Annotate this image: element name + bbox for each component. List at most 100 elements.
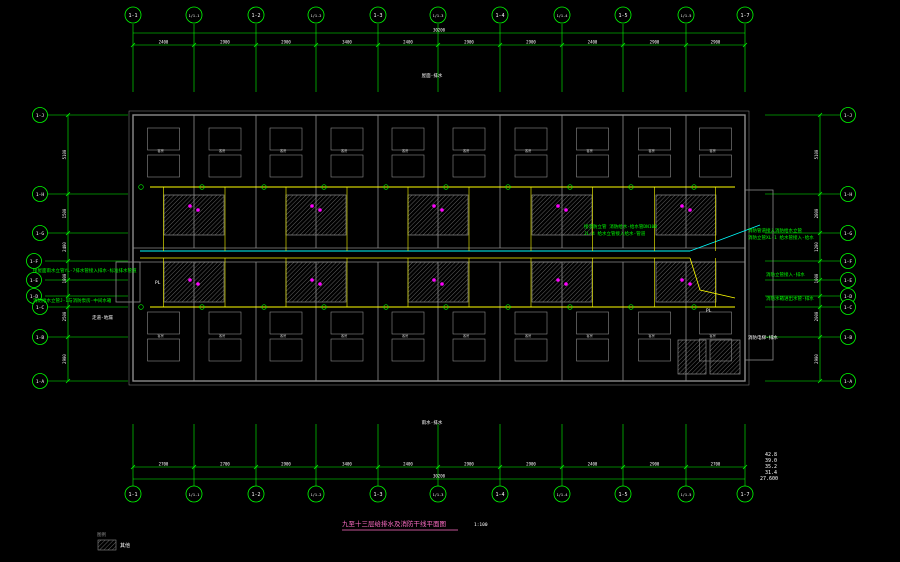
elevation-1: 42.8 (765, 452, 777, 458)
room-label-n-2: 客房 (280, 148, 286, 153)
row-bubble-left-3 (26, 253, 42, 269)
annotations: 屋面-排水 雨水-排水 接屋面雨水立管YL-7排水管接入排水-标准排水管道 消防… (33, 72, 814, 426)
row-label-right-4: 1-E (844, 278, 853, 284)
dim-left-label-4: 2500 (62, 311, 67, 321)
col-label-bottom-8: 1-5 (618, 492, 627, 498)
fixture-n-1-1 (318, 208, 322, 212)
row-bubble-left-4 (26, 272, 42, 288)
dim-left-label-0: 5100 (62, 149, 67, 159)
bed-s-3 (330, 311, 364, 335)
col-bubble-top-5 (429, 6, 447, 24)
dim-left-tick-4 (65, 277, 71, 283)
valve-n-0 (138, 184, 144, 190)
bed-n2-1 (208, 154, 242, 178)
right-note-2: 消防立管XL-1 给水管接入-给水 (748, 234, 814, 241)
bed-n2-8 (638, 154, 671, 178)
bed-n2-5 (452, 154, 486, 178)
bath-north-3 (531, 194, 593, 236)
room-label-n-0: 客房 (158, 148, 164, 153)
bed-s-1 (208, 311, 242, 335)
valve-s-2 (261, 304, 267, 310)
dim-bottom-label-9: 2700 (711, 462, 721, 467)
row-bubble-right-1 (840, 186, 856, 202)
dim-left-label-1: 1500 (62, 208, 67, 218)
col-label-top-6: 1-4 (495, 13, 504, 19)
col-label-bottom-5: 1/1-3 (433, 493, 444, 497)
left-label: 走道-地漏 (92, 314, 113, 321)
col-bubble-bottom-6 (491, 485, 509, 503)
col-bubble-bottom-3 (307, 485, 325, 503)
col-bubble-bottom-7 (553, 485, 571, 503)
room-label-s-9: 客房 (710, 333, 716, 338)
dim-right-tick-1 (817, 191, 823, 197)
dim-right-tick-2 (817, 230, 823, 236)
equipment-room-1 (677, 339, 707, 375)
row-bubble-right-0 (840, 107, 856, 123)
bed-n-4 (391, 127, 425, 151)
bed-s-8 (638, 311, 671, 335)
row-label-right-2: 1-G (844, 231, 853, 237)
fixture-n-2-1 (440, 208, 444, 212)
row-label-left-2: 1-G (36, 231, 45, 237)
dim-bottom-tick-4 (375, 464, 381, 470)
row-bubble-right-2 (840, 225, 856, 241)
room-label-s-7: 客房 (587, 333, 593, 338)
dim-right-label-3: 1000 (814, 273, 819, 283)
dim-bottom-tick-10 (742, 464, 748, 470)
dim-top-tick-1 (191, 42, 197, 48)
bed-s-5 (452, 311, 486, 335)
bed-s-2 (269, 311, 303, 335)
bath-south-1 (285, 261, 347, 303)
valve-s-5 (443, 304, 449, 310)
valve-s-7 (567, 304, 573, 310)
bed-n-9 (699, 127, 732, 151)
bed-n2-2 (269, 154, 303, 178)
bed-s-9 (699, 311, 732, 335)
north-label: 屋面-排水 (422, 72, 443, 79)
col-bubble-top-10 (736, 6, 754, 24)
row-label-left-3: 1-F (30, 259, 39, 265)
col-bubble-bottom-1 (185, 485, 203, 503)
dim-right-label-0: 5100 (814, 149, 819, 159)
dim-top-label-7: 2400 (588, 40, 598, 45)
room-label-n-6: 客房 (525, 148, 531, 153)
dim-right-tick-5 (817, 293, 823, 299)
elevation-2: 39.0 (765, 458, 777, 464)
bath-south-3 (531, 261, 593, 303)
dim-top-tick-7 (559, 42, 565, 48)
dim-right-label-4: 2000 (814, 311, 819, 321)
dim-top-tick-9 (683, 42, 689, 48)
drawing-title: 九至十三层给排水及消防干线平面图 (342, 519, 446, 528)
dim-top-label-2: 2900 (281, 40, 291, 45)
fixture-n-3-1 (564, 208, 568, 212)
valve-n-9 (691, 184, 697, 190)
row-label-right-0: 1-J (844, 113, 853, 119)
col-label-bottom-1: 1/1-1 (189, 493, 200, 497)
building-walls (115, 110, 774, 386)
valve-s-8 (628, 304, 634, 310)
col-label-top-10: 1-7 (740, 13, 749, 19)
row-bubble-left-1 (32, 186, 48, 202)
col-label-top-2: 1-2 (251, 13, 260, 19)
bed-s2-4 (391, 338, 425, 362)
dim-bottom-label-5: 2900 (464, 462, 474, 467)
valve-n-3 (321, 184, 327, 190)
east-annex (744, 189, 774, 361)
dim-bottom-label-4: 2400 (403, 462, 413, 467)
col-bubble-bottom-4 (369, 485, 387, 503)
fixture-s-0-1 (196, 282, 200, 286)
bed-n-5 (452, 127, 486, 151)
dim-top-label-9: 2900 (711, 40, 721, 45)
dim-top-tick-8 (620, 42, 626, 48)
room-label-n-3: 客房 (341, 148, 347, 153)
row-label-right-6: 1-C (844, 305, 853, 311)
right-note-4: 消防水箱进出水管-排水 (766, 295, 814, 302)
elevation-4: 31.4 (765, 470, 777, 476)
col-bubble-top-2 (247, 6, 265, 24)
bed-n2-3 (330, 154, 364, 178)
row-label-left-6: 1-C (36, 305, 45, 311)
row-bubble-left-6 (32, 299, 48, 315)
valve-s-4 (383, 304, 389, 310)
dim-bottom-total-label: 30200 (433, 474, 446, 479)
bed-s2-3 (330, 338, 364, 362)
